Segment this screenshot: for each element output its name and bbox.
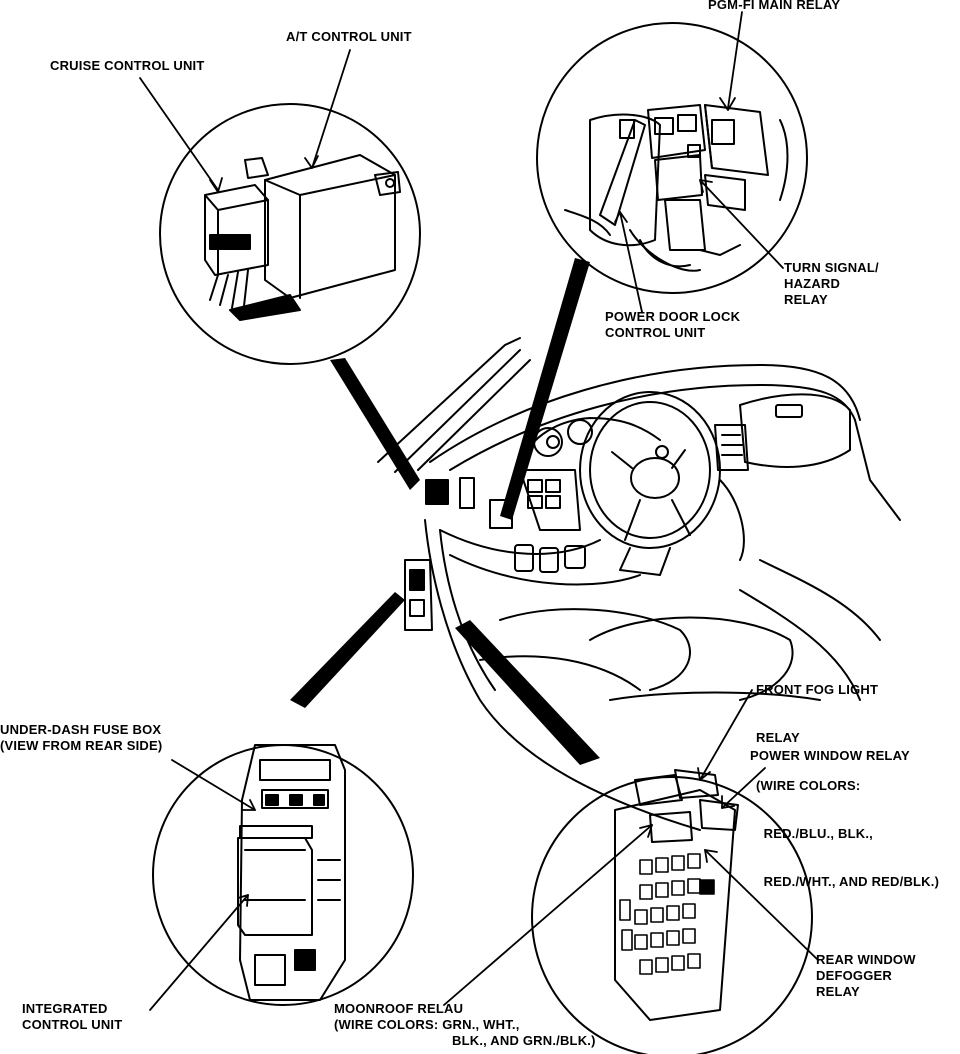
label-moonroof-relau: MOONROOF RELAU (WIRE COLORS: GRN., WHT.,… (334, 1001, 596, 1048)
label-front-fog-light-relay: FRONT FOG LIGHT RELAY (WIRE COLORS: RED.… (756, 682, 940, 889)
label-rear-window-defogger-relay: REAR WINDOW DEFOGGER RELAY (816, 952, 916, 999)
label-pgm-fi-main-relay: PGM-FI MAIN RELAY (708, 0, 841, 12)
callout-beams (290, 258, 600, 765)
label-under-dash-fuse-box: UNDER-DASH FUSE BOX (VIEW FROM REAR SIDE… (0, 722, 163, 753)
detail-circle-fuse-box (152, 744, 414, 1006)
dashboard-interior-drawing (377, 337, 901, 831)
label-integrated-control-unit: INTEGRATED CONTROL UNIT (22, 1001, 123, 1032)
label-turn-signal-hazard-relay: TURN SIGNAL/ HAZARD RELAY (784, 260, 879, 307)
detail-circle-relays-lower (531, 769, 813, 1054)
label-cruise-control-unit: CRUISE CONTROL UNIT (50, 58, 205, 73)
label-power-window-relay: POWER WINDOW RELAY (750, 748, 910, 763)
detail-circle-cruise-at (159, 103, 421, 365)
leader-lines (139, 11, 819, 1011)
label-power-door-lock-control-unit: POWER DOOR LOCK CONTROL UNIT (605, 309, 741, 340)
label-at-control-unit: A/T CONTROL UNIT (286, 29, 412, 44)
detail-circle-relays-upper (536, 22, 808, 294)
